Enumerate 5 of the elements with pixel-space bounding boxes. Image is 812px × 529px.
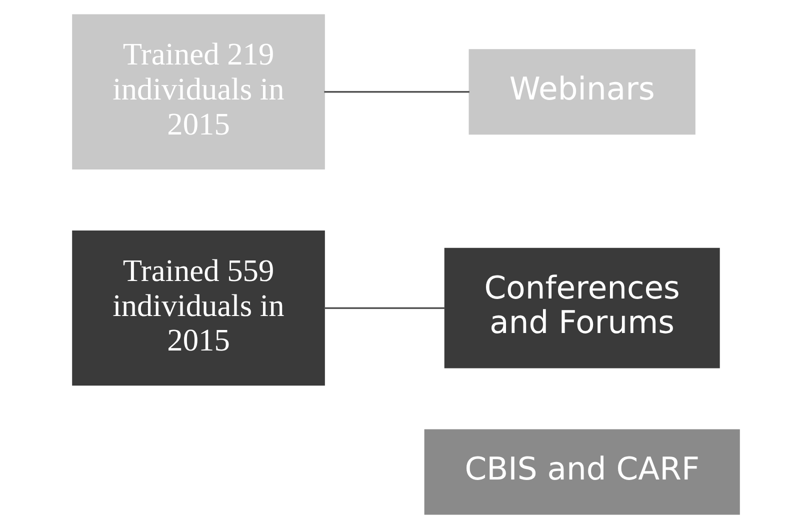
node-box: Trained 559 individuals in 2015 — [72, 230, 325, 386]
node-box: CBIS and CARF — [424, 429, 740, 515]
connector — [324, 91, 470, 93]
node-box: Conferences and Forums — [444, 248, 720, 368]
connector — [324, 307, 445, 309]
